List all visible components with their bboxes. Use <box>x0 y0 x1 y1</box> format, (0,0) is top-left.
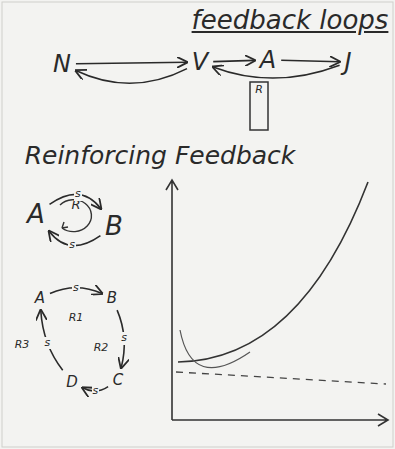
connector <box>281 60 339 61</box>
loop-label: R1 <box>69 312 84 324</box>
loop-label: R3 <box>15 339 30 351</box>
letter-node: B <box>102 210 126 243</box>
dashed-line <box>176 372 386 384</box>
node-label: A <box>27 200 45 229</box>
node-label: A <box>35 290 45 307</box>
connector <box>213 65 340 78</box>
edge-label: s <box>92 385 100 397</box>
node-label: J <box>344 49 351 75</box>
node-label: B <box>105 212 123 241</box>
edge-label: s <box>120 332 128 344</box>
node-label: N <box>53 51 71 77</box>
letter-node: C <box>110 370 126 391</box>
x-axis <box>172 414 388 426</box>
sketch-curve <box>180 330 250 368</box>
letter-node: J <box>341 47 354 77</box>
title-text: feedback loops <box>192 6 389 35</box>
stock-box <box>250 82 268 130</box>
heading-text: Reinforcing Feedback <box>25 142 296 170</box>
y-axis <box>166 180 178 420</box>
letter-node: N <box>50 49 74 79</box>
node-label: D <box>66 374 78 391</box>
growth-curve <box>178 182 368 362</box>
connector <box>41 310 63 370</box>
node-label: B <box>107 290 117 307</box>
node-label: C <box>113 372 123 389</box>
node-label: V <box>192 49 208 75</box>
letter-node: B <box>104 288 120 309</box>
letter-node: A <box>24 198 48 231</box>
letter-node: D <box>63 372 81 393</box>
connector <box>76 69 187 84</box>
letter-node: A <box>257 45 279 75</box>
connector <box>76 62 187 64</box>
letter-node: V <box>189 47 211 77</box>
edge-label: s <box>72 282 80 294</box>
edge-label: s <box>43 337 51 349</box>
node-label: A <box>260 47 276 73</box>
loop-label: R <box>255 84 263 96</box>
letter-node: A <box>32 288 48 309</box>
loop-arrow-head <box>62 222 68 228</box>
edge-label: s <box>74 188 82 200</box>
connector <box>213 60 255 61</box>
loop-label: R2 <box>94 342 109 354</box>
edge-label: s <box>68 239 76 251</box>
